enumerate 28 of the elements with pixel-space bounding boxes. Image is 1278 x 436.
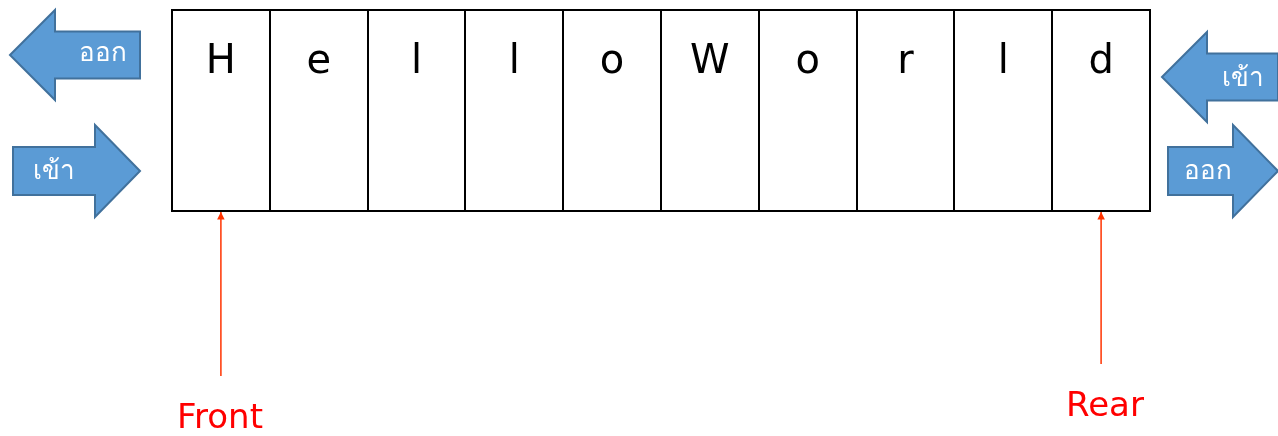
queue-cell [855,9,956,212]
arrow-label: ออก [1183,155,1233,185]
queue-cell [562,9,662,212]
pointer-label: Front [176,396,264,436]
arrow-label: ออก [77,37,128,67]
queue-cell [757,9,858,212]
cell-letter: l [409,39,424,79]
pointer-arrow [217,211,225,377]
cell-letter: H [204,39,237,79]
cell-letter: W [689,39,731,79]
arrow-label: เข้า [1220,62,1265,92]
queue-cell [366,9,467,212]
arrow-label: เข้า [32,155,76,185]
pointer-label: Rear [1065,384,1145,424]
cell-letter: e [305,39,332,79]
queue-cell [464,9,565,212]
cell-letter: d [1087,39,1115,79]
queue-cell [1051,9,1151,212]
pointer-arrow [1097,211,1105,365]
cell-letter: r [896,39,915,79]
queue-cell [953,9,1054,212]
queue-cell [660,9,760,212]
cell-letter: o [598,39,626,79]
queue-cell [171,9,271,212]
cell-letter: o [794,39,821,79]
cell-letter: l [507,39,521,79]
queue-cell [268,9,369,212]
cell-letter: l [996,39,1010,79]
